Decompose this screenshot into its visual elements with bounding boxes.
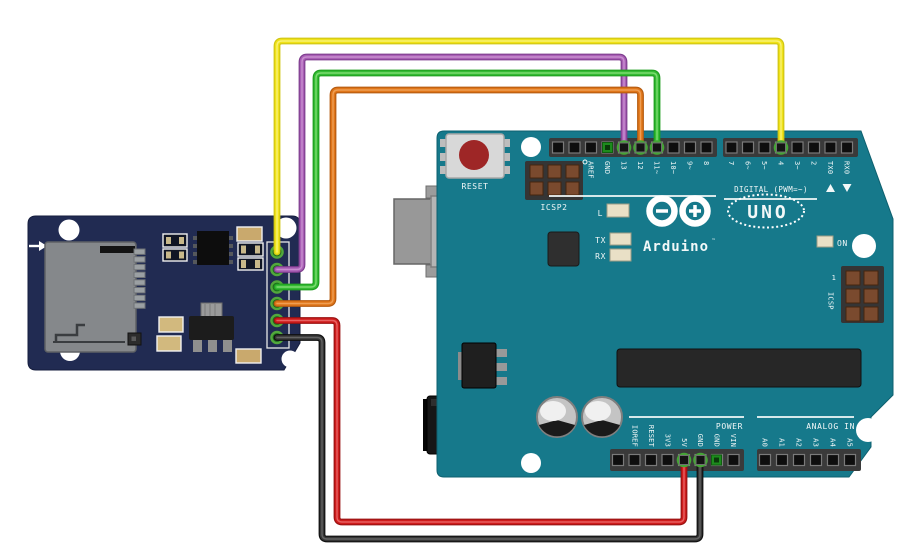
icsp2-label: ICSP2 — [540, 203, 567, 212]
gnd-connected-pad — [602, 142, 613, 153]
serial-rx-label: RX0 — [843, 161, 851, 174]
led-tx-label: TX — [595, 236, 606, 245]
connected-pin-holes — [616, 140, 789, 468]
wire-black — [273, 334, 704, 543]
tx-triangle-icon — [826, 184, 835, 192]
pin-label: 3V3 — [664, 434, 672, 447]
wire-yellow — [273, 37, 785, 256]
sd-resistor-caps — [166, 237, 260, 268]
pin-label: RESET — [647, 425, 655, 448]
pin-label: 5V — [680, 438, 688, 447]
icsp-label: ICSP — [827, 292, 835, 310]
pin-label: IOREF — [631, 425, 639, 447]
digital-caption: DIGITAL (PWM=~) — [734, 185, 808, 194]
mounting-hole — [856, 418, 880, 442]
pin-label: AREF — [587, 161, 595, 179]
mounting-hole — [275, 217, 297, 239]
digital-header-left — [549, 138, 717, 157]
arduino-uno-board: RESET ICSP2 ARE — [393, 130, 894, 478]
icsp2-header: ICSP2 — [525, 161, 583, 212]
analog-pin-labels: A0 A1 A2 A3 A4 A5 — [761, 438, 854, 447]
mcu-chip — [616, 348, 862, 388]
led-on-label: ON — [837, 239, 848, 248]
led-l — [606, 203, 630, 218]
pin-label: A2 — [795, 438, 803, 447]
pin-label: 12 — [636, 161, 644, 170]
pin-label: GND — [603, 161, 611, 174]
arduino-logo-icon — [646, 195, 711, 227]
reset-button: RESET — [440, 133, 510, 191]
brand-label: Arduino — [643, 239, 709, 255]
reset-label: RESET — [461, 182, 488, 191]
silk-dot-icon — [582, 159, 588, 165]
pin-label: 2 — [810, 161, 818, 165]
digital-header-right — [723, 138, 858, 157]
pin-label: A0 — [761, 438, 769, 447]
capacitor — [536, 396, 578, 438]
sd-level-shifter-chip — [193, 231, 233, 265]
pin-label: 9~ — [686, 161, 694, 170]
usb-interface-chip — [547, 231, 580, 267]
pin-label: A4 — [829, 438, 837, 447]
mounting-hole — [521, 453, 541, 473]
mounting-hole — [281, 350, 299, 368]
led-tx — [609, 232, 632, 246]
arrow-icon — [29, 241, 47, 251]
led-rx — [609, 248, 632, 262]
pin-label: 5~ — [760, 161, 768, 170]
wire-orange — [273, 86, 644, 307]
power-caption: POWER — [716, 422, 743, 431]
trademark-label: ™ — [712, 238, 715, 244]
wire-red — [273, 317, 688, 526]
led-on — [816, 235, 834, 248]
pin-label: 3~ — [793, 161, 801, 170]
mounting-hole — [852, 234, 876, 258]
reset-red-cap — [459, 140, 489, 170]
serial-tx-label: TX0 — [826, 161, 834, 174]
arduino-voltage-regulator — [458, 342, 507, 389]
led-rx-label: RX — [595, 252, 606, 261]
pin-label: A3 — [812, 438, 820, 447]
digital-pin-labels: AREF GND 13 12 11~ 10~ 9~ 8 7 6~ 5~ 4 3~… — [587, 161, 852, 192]
mounting-hole — [521, 137, 541, 157]
rx-triangle-icon — [842, 184, 852, 192]
sd-card-slot — [44, 241, 146, 353]
model-label: UNO — [747, 202, 789, 223]
icsp-header: 1 ICSP — [827, 266, 884, 323]
pin-label: 13 — [620, 161, 628, 170]
capacitor — [581, 396, 623, 438]
pin-label: A1 — [778, 438, 786, 447]
led-l-label: L — [598, 209, 603, 218]
icsp-pin1-label: 1 — [832, 274, 836, 282]
analog-caption: ANALOG IN — [806, 422, 855, 431]
pin-label: VIN — [729, 434, 737, 447]
pin-label: 11~ — [653, 161, 661, 174]
wire-green — [273, 69, 661, 291]
pin-label: 10~ — [669, 161, 677, 174]
uno-badge: UNO — [727, 193, 805, 229]
pin-label: 6~ — [744, 161, 752, 170]
analog-header — [757, 449, 861, 471]
mounting-hole — [58, 219, 80, 241]
sd-voltage-regulator — [189, 302, 234, 352]
pin-label: GND — [696, 434, 704, 447]
wires — [273, 37, 785, 543]
pin-label: GND — [713, 434, 721, 447]
sd-card-module — [27, 215, 301, 371]
pin-label: 4 — [777, 161, 785, 165]
power-pin-labels: IOREF RESET 3V3 5V GND GND VIN — [631, 425, 738, 448]
pin-label: A5 — [846, 438, 854, 447]
pin-label: 7 — [727, 161, 735, 165]
pin-label: 8 — [702, 161, 710, 165]
wire-purple — [273, 53, 628, 273]
